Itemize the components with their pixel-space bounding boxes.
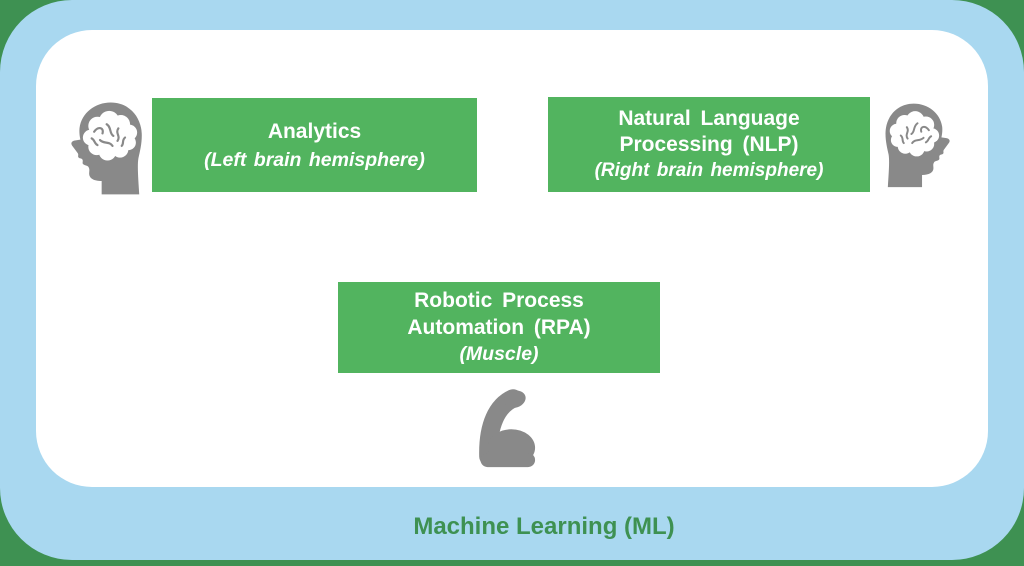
nlp-box: Natural Language Processing (NLP) (Right…	[548, 97, 870, 192]
rpa-box: Robotic Process Automation (RPA) (Muscle…	[338, 282, 660, 373]
nlp-title-line-2: Processing (NLP)	[619, 132, 799, 156]
machine-learning-label: Machine Learning (ML)	[413, 513, 675, 540]
analytics-box: Analytics (Left brain hemisphere)	[152, 98, 477, 192]
rpa-title-line-1: Robotic Process	[414, 289, 584, 312]
head-brain-right-icon	[881, 101, 957, 189]
nlp-title-line-1: Natural Language	[618, 106, 800, 130]
head-brain-left-icon	[63, 100, 147, 196]
analytics-subtitle: (Left brain hemisphere)	[204, 148, 425, 171]
analytics-title: Analytics	[267, 119, 362, 143]
muscle-icon	[455, 385, 543, 477]
rpa-title-line-2: Automation (RPA)	[407, 316, 591, 339]
nlp-subtitle: (Right brain hemisphere)	[594, 159, 824, 181]
rpa-subtitle: (Muscle)	[459, 343, 539, 365]
